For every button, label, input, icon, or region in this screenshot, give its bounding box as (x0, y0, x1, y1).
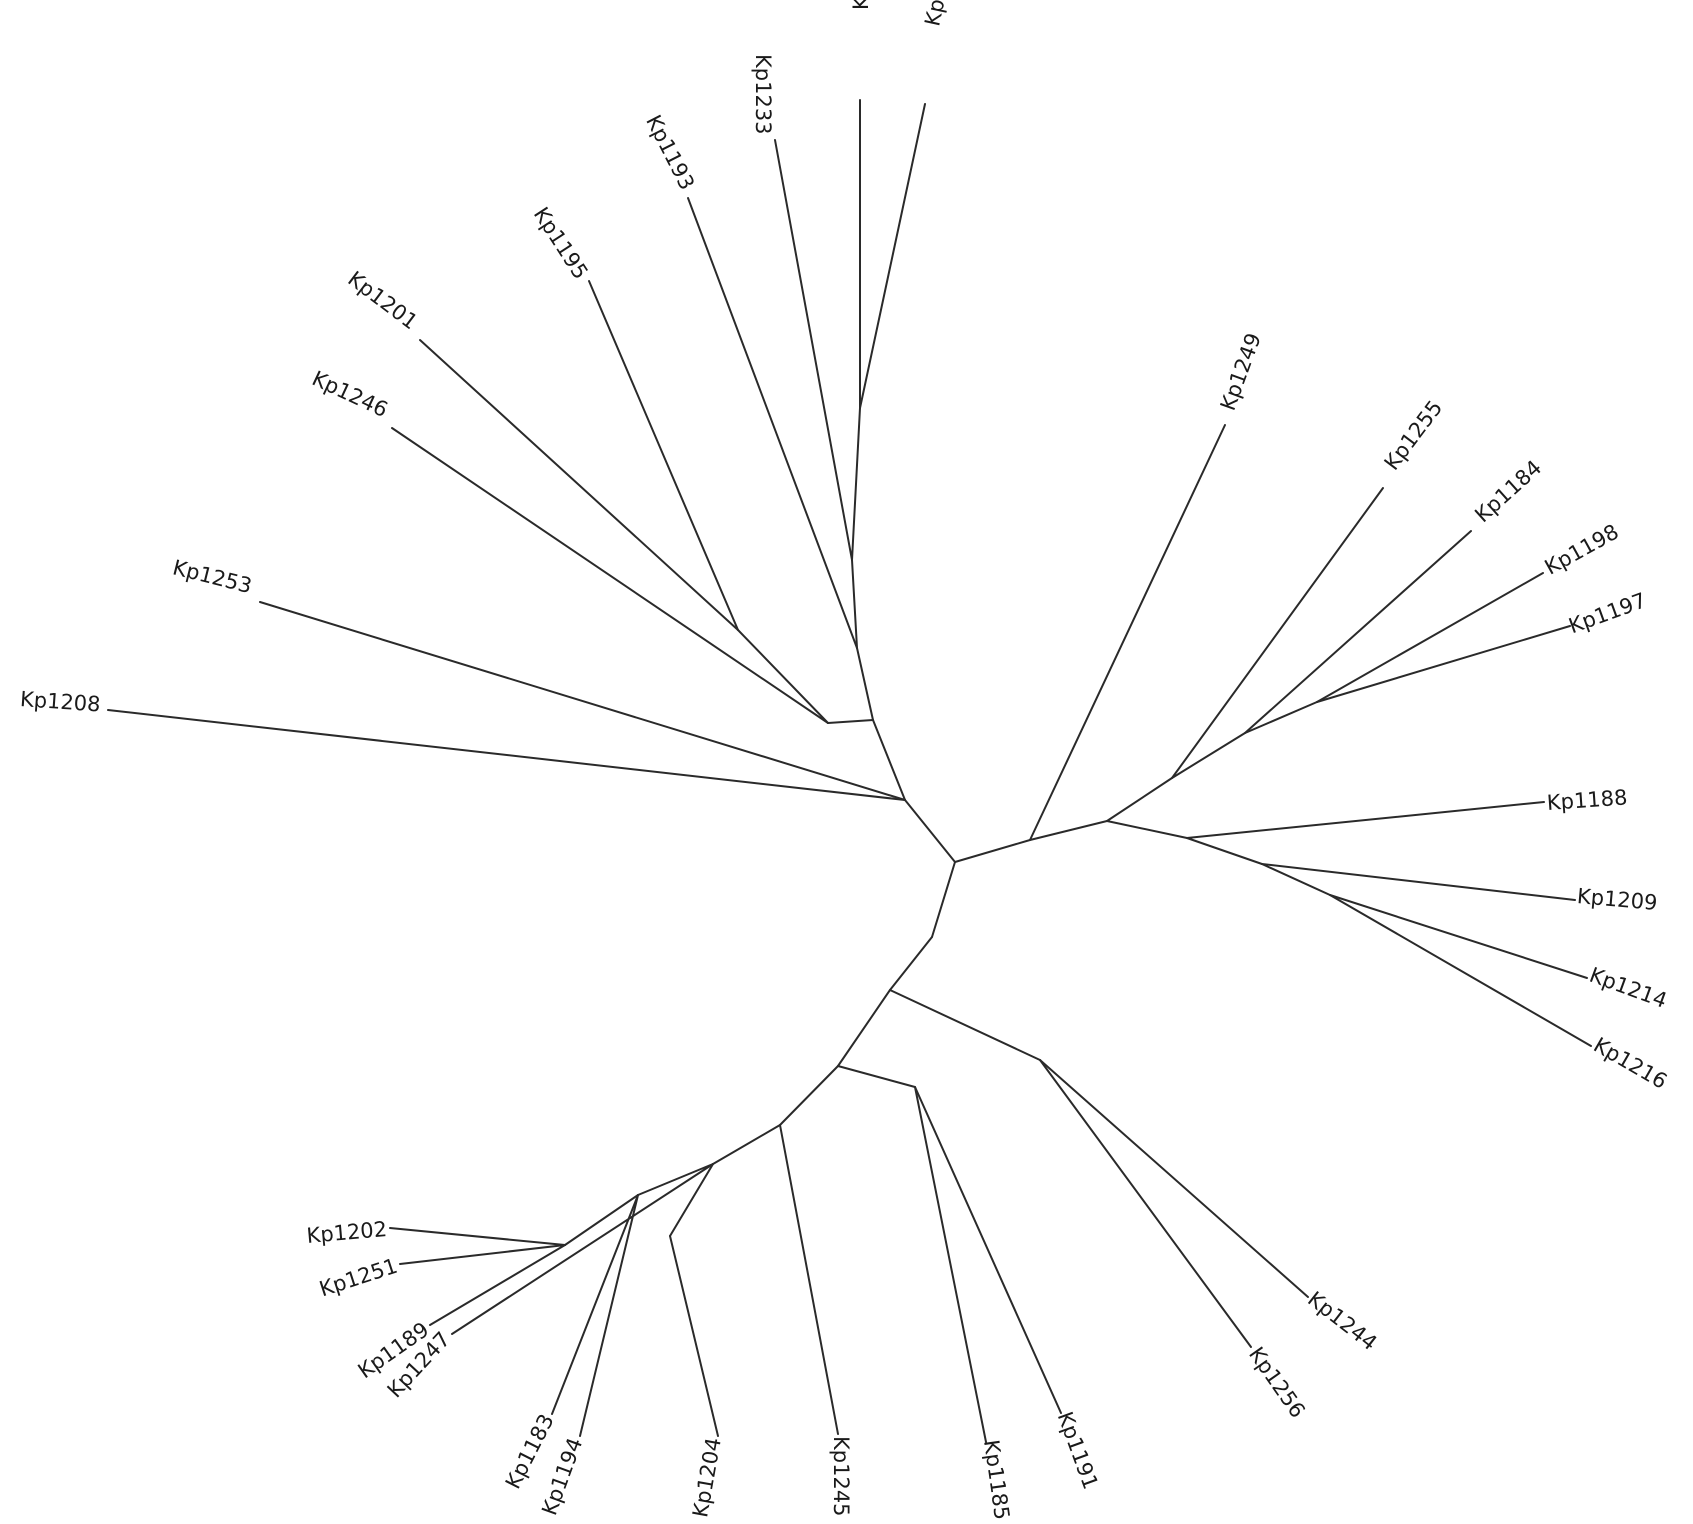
leaf-label: Kp1254 (849, 0, 873, 10)
leaf-branch (1171, 487, 1384, 779)
leaf-label: Kp1193 (641, 111, 699, 194)
leaf-label: Kp1201 (343, 267, 422, 335)
leaf-label: Kp1184 (1470, 455, 1546, 527)
leaf-label: Kp1251 (316, 1254, 400, 1302)
internal-branch (1186, 837, 1263, 865)
leaf-label: Kp1191 (1053, 1409, 1103, 1493)
leaf-label: Kp1188 (1546, 785, 1628, 815)
leaf-branch (687, 197, 858, 649)
leaf-branch (1316, 572, 1544, 703)
leaf-branch (451, 1163, 714, 1335)
internal-branch (712, 1124, 781, 1165)
leaf-branch (429, 1244, 566, 1326)
internal-branch (889, 989, 1041, 1061)
leaf-branch (391, 427, 829, 724)
leaf-branch (1329, 894, 1588, 979)
leaf-branch (914, 1086, 987, 1443)
internal-branch (872, 719, 906, 801)
leaf-branch (259, 601, 906, 801)
leaf-branch (588, 280, 739, 631)
internal-branch (904, 799, 956, 863)
leaf-label: Kp1249 (1216, 330, 1266, 414)
leaf-label: Kp1233 (751, 54, 775, 135)
leaf-label: Kp1195 (529, 203, 593, 284)
leaf-label: Kp1185 (979, 1438, 1014, 1521)
leaf-labels: Kp1233 Kp1254 Kp1192Kp1193Kp1195Kp1201Kp12… (19, 0, 1671, 1521)
leaf-label: Kp1204 (688, 1436, 726, 1519)
leaf-branch (1244, 530, 1472, 734)
internal-branch (954, 839, 1031, 863)
leaf-branch (1186, 801, 1545, 839)
leaf-branch (107, 709, 906, 801)
internal-branch (1029, 820, 1108, 841)
internal-branch (564, 1194, 639, 1246)
leaf-label: Kp1208 (19, 687, 101, 717)
internal-branch (779, 1065, 839, 1126)
leaf-branch (399, 1244, 566, 1265)
leaf-label: Kp1192 (920, 0, 960, 28)
internal-branch (1171, 732, 1246, 779)
internal-branch (637, 1163, 714, 1196)
leaf-label: Kp1202 (306, 1217, 388, 1248)
leaf-branch (859, 103, 926, 409)
internal-branch (837, 1065, 916, 1088)
leaf-branch (1029, 424, 1226, 841)
internal-branch (837, 989, 891, 1067)
leaf-branch (779, 1124, 839, 1435)
internal-branch (931, 861, 956, 938)
leaf-branch (389, 1227, 566, 1246)
internal-branch (1244, 701, 1318, 734)
internal-branch (851, 407, 861, 561)
leaf-branch (1261, 863, 1576, 901)
internal-branch (889, 936, 933, 991)
internal-branch (1106, 777, 1173, 822)
leaf-branch (579, 1194, 639, 1437)
leaf-label: Kp1246 (308, 366, 391, 422)
leaf-branch (1039, 1059, 1309, 1298)
internal-branch (1261, 863, 1331, 896)
leaf-branch (551, 1194, 639, 1415)
leaf-label: Kp1255 (1380, 396, 1448, 475)
internal-branch (669, 1163, 714, 1237)
leaf-label: Kp1256 (1244, 1343, 1310, 1423)
leaf-label: Kp1197 (1566, 588, 1650, 638)
leaf-label: Kp1253 (170, 555, 254, 598)
leaf-label: Kp1209 (1576, 884, 1658, 915)
leaf-label: Kp1214 (1586, 963, 1670, 1013)
internal-branch (856, 647, 874, 721)
internal-branch (737, 629, 829, 724)
leaf-branch (914, 1086, 1062, 1414)
leaf-label: Kp1245 (829, 1436, 853, 1517)
leaf-label: Kp1198 (1541, 520, 1623, 580)
leaf-branch (774, 139, 853, 561)
leaf-branch (419, 339, 739, 631)
leaf-label: Kp1216 (1590, 1033, 1672, 1094)
tree-branches (107, 99, 1592, 1443)
leaf-branch (1039, 1059, 1252, 1348)
leaf-branch (669, 1235, 719, 1437)
leaf-label: Kp1244 (1303, 1287, 1381, 1356)
internal-branch (851, 559, 858, 649)
internal-branch (1106, 820, 1188, 839)
leaf-branch (1329, 894, 1592, 1047)
internal-branch (827, 719, 874, 724)
leaf-branch (1316, 625, 1571, 703)
